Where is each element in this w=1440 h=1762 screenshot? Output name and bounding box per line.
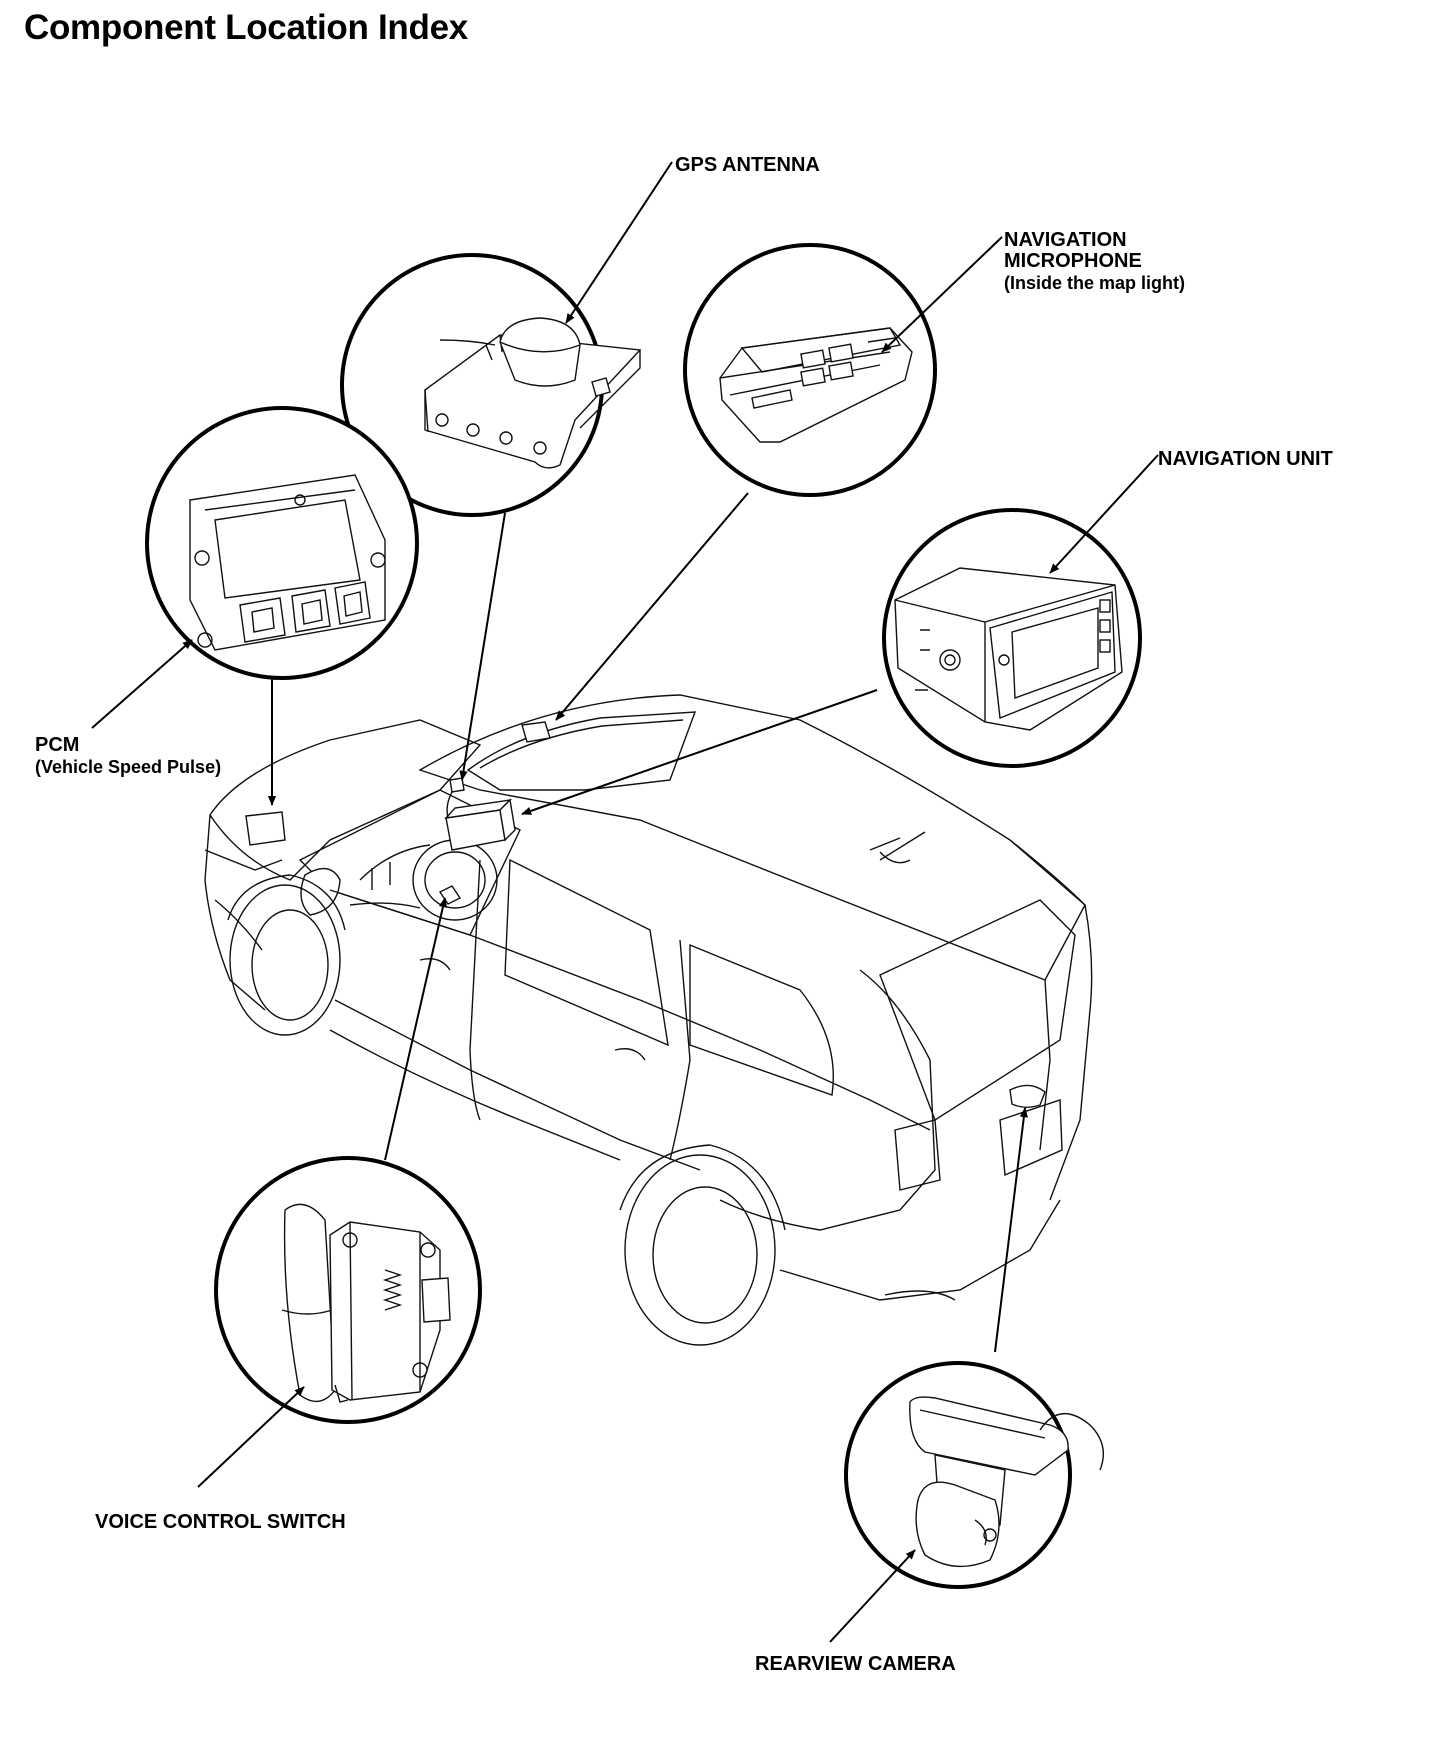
page-title: Component Location Index (24, 8, 468, 47)
leader-lines (91, 161, 1159, 1643)
label-pcm-2: (Vehicle Speed Pulse) (35, 757, 221, 777)
label-gps-antenna: GPS ANTENNA (675, 154, 820, 176)
label-navigation-microphone-1: NAVIGATION (1004, 229, 1127, 251)
navigation-microphone-inset (683, 243, 937, 497)
label-pcm-1: PCM (35, 734, 79, 756)
label-navigation-microphone-2: MICROPHONE (1004, 250, 1142, 272)
label-voice-control-switch: VOICE CONTROL SWITCH (95, 1511, 346, 1533)
pcm-inset (145, 406, 419, 680)
voice-control-switch-inset (214, 1156, 482, 1424)
gps-antenna-inset (340, 253, 642, 517)
label-navigation-microphone-3: (Inside the map light) (1004, 273, 1185, 293)
vehicle-illustration (204, 694, 1093, 1346)
label-navigation-unit: NAVIGATION UNIT (1158, 448, 1333, 470)
rearview-camera-inset (844, 1361, 1104, 1589)
navigation-unit-inset (882, 508, 1142, 768)
label-rearview-camera: REARVIEW CAMERA (755, 1653, 956, 1675)
